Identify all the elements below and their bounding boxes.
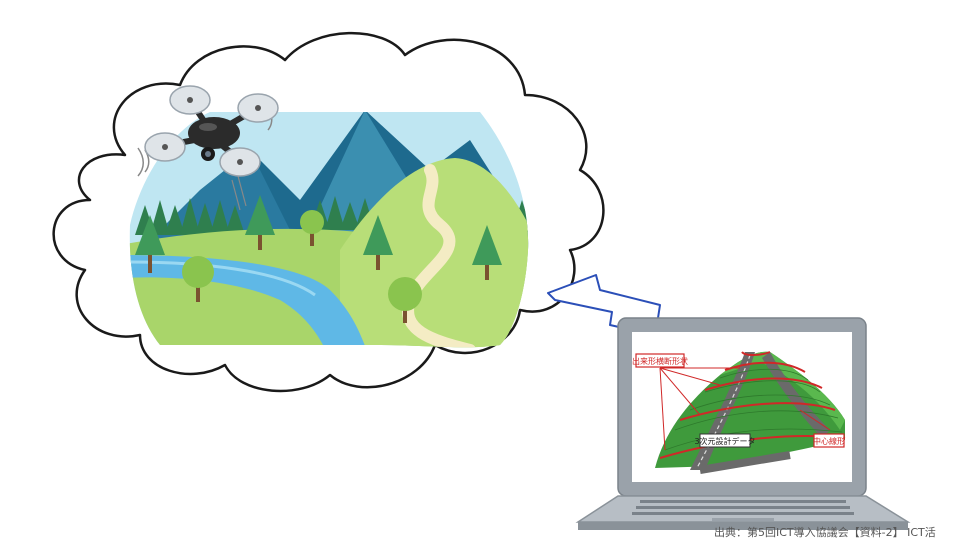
source-caption: 出典：第5回ICT導入協議会【資料-2】 ICT活 <box>714 526 936 539</box>
tree-icon <box>472 225 502 280</box>
centerline-label-text: 中心線形 <box>813 436 845 446</box>
drone-icon <box>137 85 279 211</box>
round-tree-icon <box>300 210 324 246</box>
tree-icon <box>135 215 165 273</box>
design-data-label: 3次元設計データ <box>694 433 756 448</box>
round-tree-icon <box>182 256 214 302</box>
tree-icon <box>363 215 393 270</box>
round-tree-icon <box>388 277 422 323</box>
centerline-label: 中心線形 <box>813 433 845 448</box>
cross-section-label-text: 出来形横断形状 <box>632 356 688 366</box>
landscape-illustration <box>129 112 529 348</box>
design-data-label-text: 3次元設計データ <box>694 436 755 446</box>
cross-section-label: 出来形横断形状 <box>632 353 688 368</box>
tree-icon <box>245 195 275 250</box>
